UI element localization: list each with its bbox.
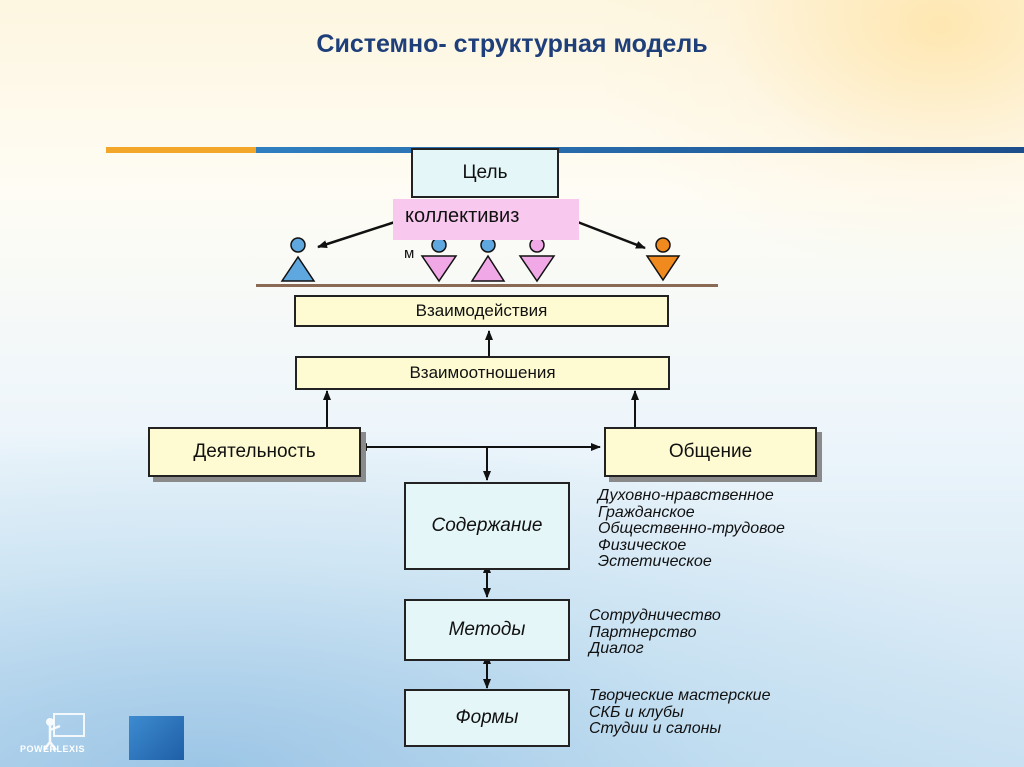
list-item: Диалог: [589, 640, 644, 657]
list-item: Студии и салоны: [589, 720, 722, 737]
list-item: Эстетическое: [598, 553, 712, 570]
list-item: Партнерство: [589, 623, 697, 641]
person-icon-center-2: [470, 237, 506, 282]
slide-title: Системно- структурная модель: [316, 30, 708, 58]
forms-items-list: Творческие мастерские СКБ и клубы Студии…: [589, 687, 771, 738]
powerlexis-logo-icon: [43, 713, 85, 751]
logo-text: POWERLEXIS: [20, 744, 86, 754]
person-icon-center-3: [518, 237, 556, 283]
person-icon-left: [280, 237, 316, 282]
goal-box: Цель: [411, 148, 559, 198]
arrow-goal-left: [317, 219, 399, 249]
title-stripe-blue: [256, 147, 1024, 153]
methods-box: Методы: [404, 599, 570, 661]
group-baseline: [256, 284, 718, 287]
methods-items-list: Сотрудничество Партнерство Диалог: [589, 607, 721, 658]
person-icon-right: [645, 237, 681, 282]
content-items-list: Духовно-нравственное Гражданское Обществ…: [598, 487, 785, 571]
interactions-box: Взаимодействия: [294, 295, 669, 327]
activity-box: Деятельность: [148, 427, 361, 477]
relations-box: Взаимоотношения: [295, 356, 670, 390]
decorative-square: [129, 716, 184, 760]
arrow-goal-right: [574, 219, 646, 250]
content-box: Содержание: [404, 482, 570, 570]
person-icon-center-1: [420, 237, 458, 283]
communication-box: Общение: [604, 427, 817, 477]
goal-highlight: коллективиз: [393, 199, 579, 240]
list-item: Сотрудничество: [589, 607, 721, 624]
title-stripe-orange: [106, 147, 256, 153]
background-glow: [604, 0, 1024, 260]
list-item: Физическое: [598, 536, 687, 554]
forms-box: Формы: [404, 689, 570, 747]
goal-highlight-tail: м: [404, 245, 415, 262]
list-item: Гражданское: [598, 503, 695, 521]
list-item: СКБ и клубы: [589, 703, 684, 721]
list-item: Творческие мастерские: [589, 687, 771, 704]
list-item: Духовно-нравственное: [598, 487, 774, 504]
list-item: Общественно-трудовое: [598, 520, 785, 537]
